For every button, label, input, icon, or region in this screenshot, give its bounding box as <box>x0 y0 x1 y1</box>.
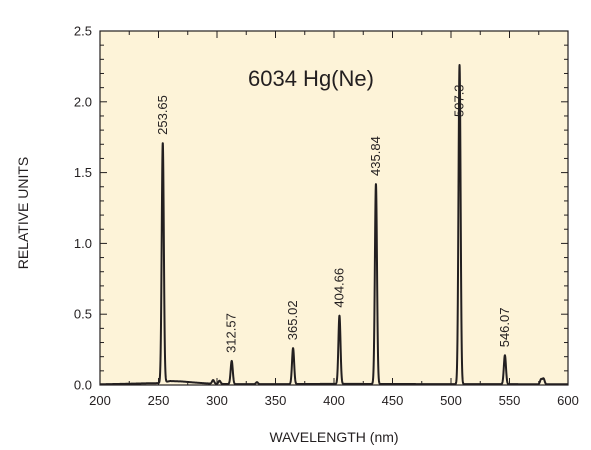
y-tick-label: 0.5 <box>74 307 92 322</box>
y-tick-label: 2.5 <box>74 24 92 39</box>
x-tick-label: 600 <box>557 393 579 408</box>
y-tick-label: 2.0 <box>74 94 92 109</box>
x-axis-ticks: 200 250 300 350 400 450 500 550 600 <box>89 31 579 408</box>
peak-label: 312.57 <box>224 313 239 353</box>
x-axis-label: WAVELENGTH (nm) <box>269 429 398 445</box>
y-axis-label: RELATIVE UNITS <box>15 157 31 270</box>
y-axis-ticks: 0.0 0.5 1.0 1.5 2.0 2.5 <box>74 24 568 393</box>
peak-labels: 253.65 312.57 365.02 404.66 435.84 507.3 546.0… <box>155 84 512 352</box>
y-tick-label: 1.5 <box>74 165 92 180</box>
peak-label: 507.3 <box>452 84 467 117</box>
x-tick-label: 400 <box>323 393 345 408</box>
peak-label: 546.07 <box>497 307 512 347</box>
x-tick-label: 350 <box>265 393 287 408</box>
x-tick-label: 500 <box>440 393 462 408</box>
peak-label: 435.84 <box>368 136 383 176</box>
y-tick-label: 0.0 <box>74 378 92 393</box>
x-tick-label: 450 <box>382 393 404 408</box>
peak-label: 404.66 <box>331 268 346 308</box>
plot-background <box>100 31 568 385</box>
x-tick-label: 250 <box>148 393 170 408</box>
chart-title: 6034 Hg(Ne) <box>248 66 374 91</box>
y-tick-label: 1.0 <box>74 236 92 251</box>
peak-label: 253.65 <box>155 95 170 135</box>
x-tick-label: 300 <box>206 393 228 408</box>
peak-label: 365.02 <box>285 300 300 340</box>
x-tick-label: 200 <box>89 393 111 408</box>
x-tick-label: 550 <box>499 393 521 408</box>
